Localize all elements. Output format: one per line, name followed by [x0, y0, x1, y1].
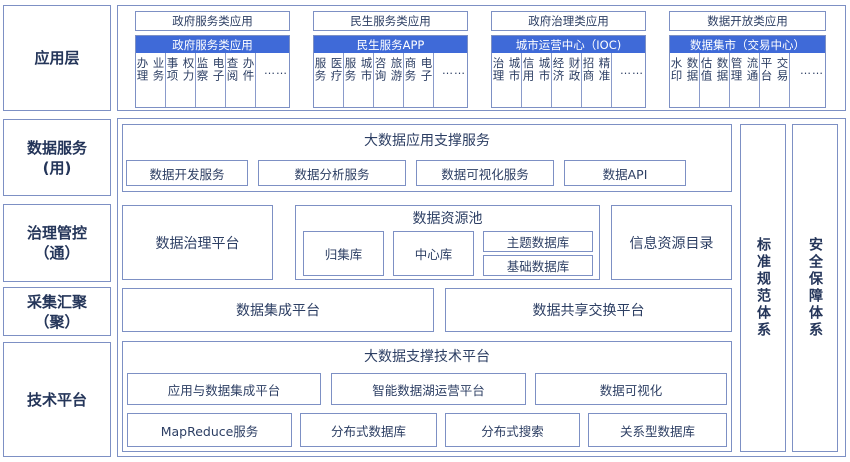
- data-service-item: 数据开发服务: [126, 160, 248, 186]
- security-system: 安全保障体系: [792, 124, 838, 452]
- app-group-title: 政府治理类应用: [491, 11, 646, 31]
- more-ellipsis: ……: [620, 64, 644, 77]
- tech-item: 智能数据湖运营平台: [331, 373, 526, 405]
- app-group-header: 城市运营中心（IOC): [492, 36, 645, 53]
- app-item: 电子商务: [404, 53, 434, 107]
- app-item: 城市信用: [522, 53, 552, 107]
- app-item: 城市服务: [344, 53, 374, 107]
- tech-platform-title: 大数据支撑技术平台: [364, 349, 490, 365]
- layer-label-data-service: 数据服务 (用): [3, 119, 111, 196]
- app-group-header: 政府服务类应用: [136, 36, 289, 53]
- data-resource-pool-title: 数据资源池: [412, 211, 483, 227]
- base-database: 基础数据库: [483, 255, 593, 276]
- app-item: 城市治理: [492, 53, 522, 107]
- collect-database: 归集库: [303, 231, 384, 276]
- data-service-item: 数据分析服务: [258, 160, 406, 186]
- app-group-panel: 城市运营中心（IOC) 城市治理 城市信用 财政经济 精准招商 ……: [491, 35, 646, 108]
- app-item: 精准招商: [582, 53, 612, 107]
- layer-label-collect: 采集汇聚 （聚）: [3, 287, 111, 336]
- more-ellipsis: ……: [264, 64, 288, 77]
- app-group-panel: 数据集市（交易中心） 数据水印 数据估值 流通管理 交易平台 ……: [669, 35, 826, 108]
- tech-item: 分布式数据库: [300, 413, 437, 447]
- data-service-item: 数据API: [564, 160, 686, 186]
- app-item: 数据估值: [700, 53, 730, 107]
- tech-item: 应用与数据集成平台: [127, 373, 321, 405]
- app-group-header: 民生服务APP: [314, 36, 467, 53]
- app-group-title: 政府服务类应用: [135, 11, 290, 31]
- app-item: 业务办理: [136, 53, 166, 107]
- info-resource-catalog: 信息资源目录: [611, 205, 732, 280]
- app-group-title: 数据开放类应用: [669, 11, 826, 31]
- more-ellipsis: ……: [442, 64, 466, 77]
- theme-database: 主题数据库: [483, 231, 593, 252]
- layer-label-app: 应用层: [3, 5, 111, 111]
- app-item: 流通管理: [730, 53, 760, 107]
- standards-system: 标准规范体系: [740, 124, 786, 452]
- tech-item: 分布式搜索: [445, 413, 580, 447]
- app-item: 交易平台: [760, 53, 790, 107]
- app-item: 电子监察: [196, 53, 226, 107]
- app-item: 医疗服务: [314, 53, 344, 107]
- app-group-panel: 政府服务类应用 业务办理 权力事项 电子监察 办件查阅 ……: [135, 35, 290, 108]
- app-item: 办件查阅: [226, 53, 256, 107]
- app-item: 财政经济: [552, 53, 582, 107]
- app-item: 旅游咨询: [374, 53, 404, 107]
- center-database: 中心库: [393, 231, 474, 276]
- data-service-title: 大数据应用支撑服务: [364, 133, 490, 149]
- app-group-panel: 民生服务APP 医疗服务 城市服务 旅游咨询 电子商务 ……: [313, 35, 468, 108]
- tech-item: MapReduce服务: [127, 413, 292, 447]
- app-group-title: 民生服务类应用: [313, 11, 468, 31]
- data-integration-platform: 数据集成平台: [122, 288, 434, 332]
- data-exchange-platform: 数据共享交换平台: [445, 288, 732, 332]
- layer-label-governance: 治理管控 （通）: [3, 204, 111, 282]
- layer-label-tech: 技术平台: [3, 342, 111, 457]
- app-item: 权力事项: [166, 53, 196, 107]
- app-group-header: 数据集市（交易中心）: [670, 36, 825, 53]
- app-item: 数据水印: [670, 53, 700, 107]
- data-service-item: 数据可视化服务: [416, 160, 554, 186]
- more-ellipsis: ……: [800, 64, 824, 77]
- tech-item: 关系型数据库: [588, 413, 727, 447]
- governance-platform: 数据治理平台: [122, 205, 273, 280]
- tech-item: 数据可视化: [535, 373, 727, 405]
